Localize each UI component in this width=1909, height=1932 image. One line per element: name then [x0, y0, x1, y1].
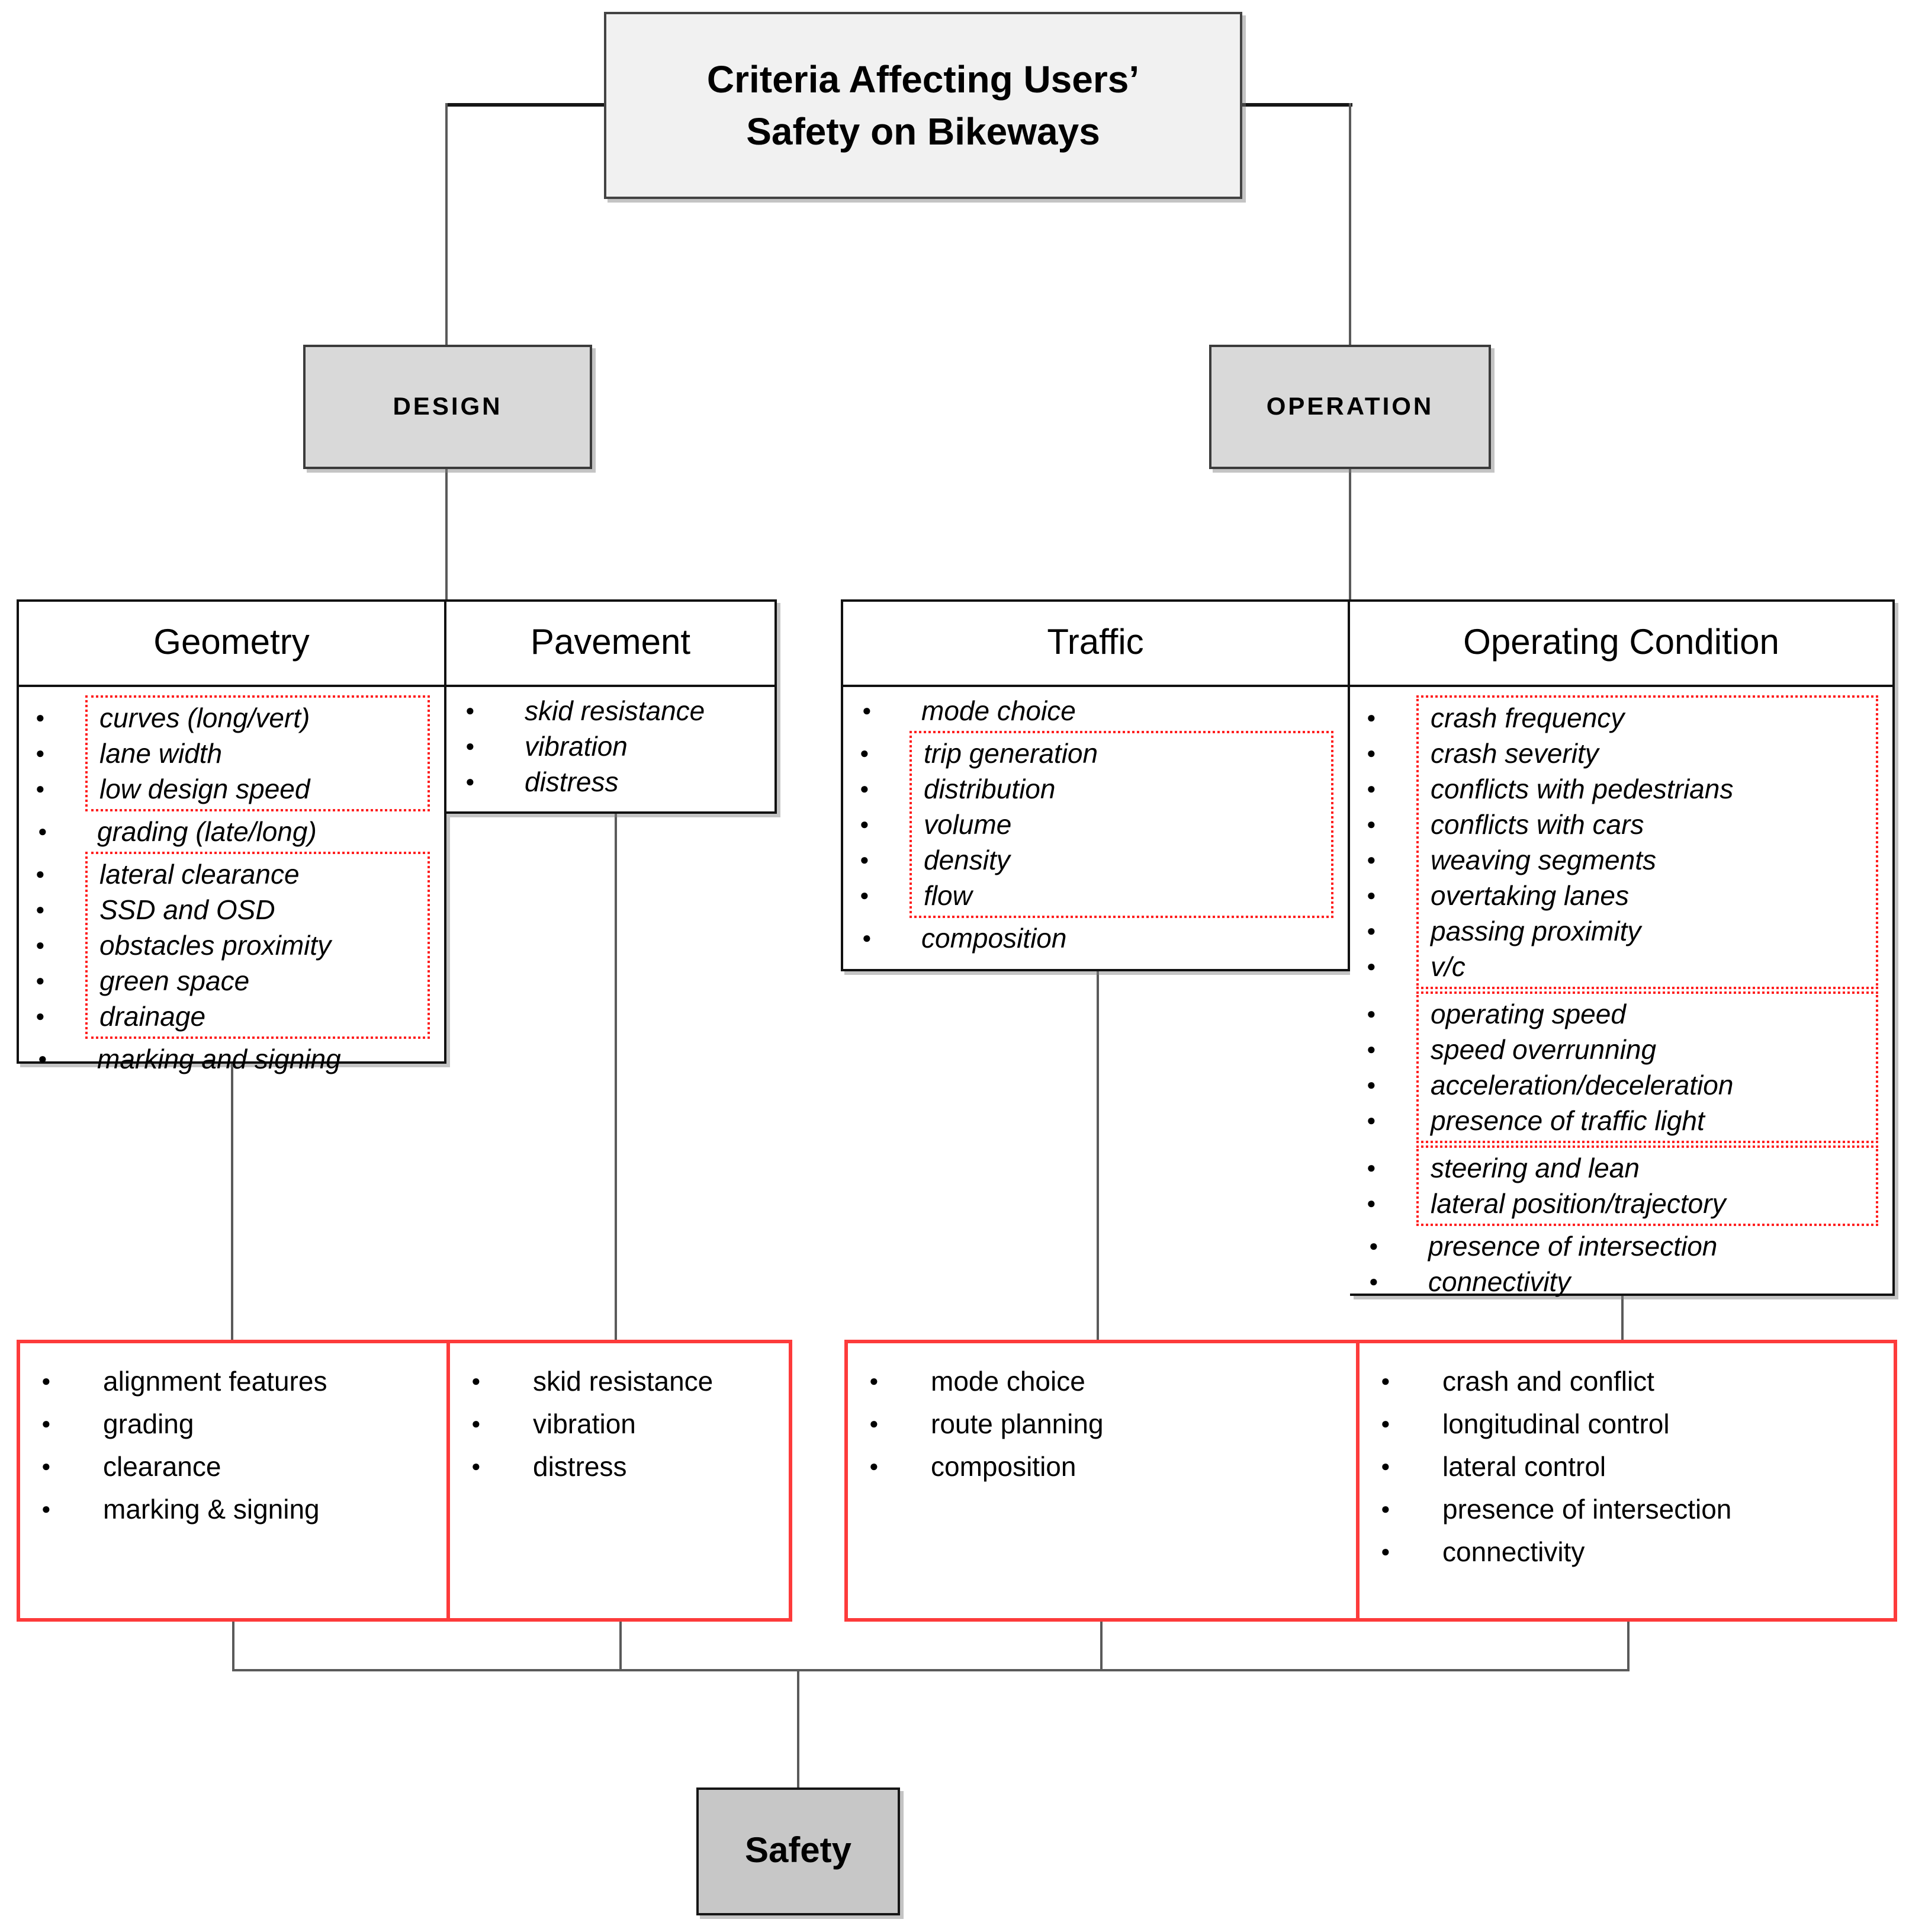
outcome-box-geometry: alignment features grading clearance mar… [17, 1340, 450, 1622]
outcome-item: alignment features [20, 1360, 446, 1403]
list-item: crash frequency [1367, 700, 1871, 736]
safety-label: Safety [744, 1831, 852, 1870]
list-item: steering and lean [1367, 1150, 1871, 1186]
category-operating-condition-list: crash frequency crash severity conflicts… [1350, 687, 1892, 1299]
list-item: passing proximity [1367, 913, 1871, 949]
list-item: crash severity [1367, 736, 1871, 771]
design-box: DESIGN [303, 345, 592, 469]
outcome-item: route planning [848, 1403, 1356, 1445]
highlight-group: crash frequency crash severity conflicts… [1367, 695, 1878, 989]
category-geometry: Geometry curves (long/vert) lane width l… [17, 599, 446, 1077]
list-item: lateral position/trajectory [1367, 1186, 1871, 1221]
category-pavement: Pavement skid resistance vibration distr… [446, 599, 777, 814]
list-item: operating speed [1367, 996, 1871, 1032]
list-item: speed overrunning [1367, 1032, 1871, 1067]
connector-stub-outcome-3 [1100, 1618, 1103, 1671]
outcome-box-operating-condition: crash and conflict longitudinal control … [1360, 1340, 1897, 1622]
outcome-item: vibration [450, 1403, 789, 1445]
list-item: composition [843, 920, 1348, 956]
category-traffic-header: Traffic [843, 602, 1348, 687]
category-pavement-list: skid resistance vibration distress [446, 687, 774, 800]
list-item: low design speed [36, 771, 423, 807]
list-item: v/c [1367, 949, 1871, 984]
outcome-item: presence of intersection [1360, 1488, 1894, 1530]
list-item: green space [36, 963, 423, 999]
list-item: density [860, 842, 1326, 878]
list-item: conflicts with cars [1367, 807, 1871, 842]
safety-box: Safety [696, 1787, 900, 1915]
category-geometry-list: curves (long/vert) lane width low design… [19, 687, 444, 1077]
list-item: grading (late/long) [19, 814, 444, 849]
highlight-group: steering and lean lateral position/traje… [1367, 1145, 1878, 1226]
list-item: connectivity [1350, 1264, 1892, 1299]
connector-traffic-down [1097, 964, 1099, 1340]
list-item: curves (long/vert) [36, 700, 423, 736]
design-label: DESIGN [393, 393, 503, 420]
list-item: volume [860, 807, 1326, 842]
list-item: presence of traffic light [1367, 1103, 1871, 1138]
list-item: skid resistance [446, 693, 774, 728]
outcome-item: longitudinal control [1360, 1403, 1894, 1445]
outcome-item: skid resistance [450, 1360, 789, 1403]
category-operating-condition-header: Operating Condition [1350, 602, 1892, 687]
highlight-group: lateral clearance SSD and OSD obstacles … [36, 852, 430, 1039]
list-item: distress [446, 764, 774, 800]
outcome-item: distress [450, 1445, 789, 1488]
list-item: lane width [36, 736, 423, 771]
list-item: lateral clearance [36, 856, 423, 892]
connector-stub-outcome-4 [1627, 1618, 1630, 1671]
list-item: obstacles proximity [36, 928, 423, 963]
title-line-2: Safety on Bikeways [746, 110, 1100, 153]
connector-safety-drop [797, 1669, 799, 1790]
operation-box: OPERATION [1209, 345, 1491, 469]
outcome-item: composition [848, 1445, 1356, 1488]
list-item: drainage [36, 999, 423, 1034]
outcome-box-traffic: mode choice route planning composition [844, 1340, 1360, 1622]
list-item: mode choice [843, 693, 1348, 728]
outcome-item: clearance [20, 1445, 446, 1488]
list-item: acceleration/deceleration [1367, 1067, 1871, 1103]
connector-title-to-design-h [446, 103, 606, 107]
connector-pavement-down [615, 805, 617, 1340]
list-item: conflicts with pedestrians [1367, 771, 1871, 807]
outcome-item: connectivity [1360, 1530, 1894, 1573]
category-traffic: Traffic mode choice trip generation dist… [841, 599, 1350, 971]
operation-label: OPERATION [1266, 393, 1434, 420]
connector-geometry-down [231, 1054, 233, 1340]
list-item: flow [860, 878, 1326, 913]
list-item: marking and signing [19, 1041, 444, 1077]
title-line-1: Criteria Affecting Users’ [706, 58, 1140, 101]
category-pavement-header: Pavement [446, 602, 774, 687]
connector-opcond-down [1621, 1289, 1624, 1340]
connector-combiner-h [232, 1669, 1630, 1671]
outcome-box-pavement: skid resistance vibration distress [450, 1340, 792, 1622]
title-box: Criteria Affecting Users’ Safety on Bike… [604, 12, 1242, 199]
outcome-item: mode choice [848, 1360, 1356, 1403]
connector-stub-outcome-1 [232, 1618, 234, 1671]
category-operating-condition: Operating Condition crash frequency cras… [1350, 599, 1895, 1299]
list-item: overtaking lanes [1367, 878, 1871, 913]
list-item: SSD and OSD [36, 892, 423, 928]
connector-title-to-operation-h [1238, 103, 1352, 107]
outcome-item: marking & signing [20, 1488, 446, 1530]
list-item: weaving segments [1367, 842, 1871, 878]
connector-stub-outcome-2 [619, 1618, 622, 1671]
highlight-group: curves (long/vert) lane width low design… [36, 695, 430, 811]
list-item: vibration [446, 728, 774, 764]
outcome-item: lateral control [1360, 1445, 1894, 1488]
list-item: presence of intersection [1350, 1228, 1892, 1264]
outcome-item: grading [20, 1403, 446, 1445]
highlight-group: trip generation distribution volume dens… [860, 731, 1333, 918]
category-geometry-header: Geometry [19, 602, 444, 687]
highlight-group: operating speed speed overrunning accele… [1367, 991, 1878, 1143]
list-item: trip generation [860, 736, 1326, 771]
outcome-item: crash and conflict [1360, 1360, 1894, 1403]
list-item: distribution [860, 771, 1326, 807]
category-traffic-list: mode choice trip generation distribution… [843, 687, 1348, 956]
